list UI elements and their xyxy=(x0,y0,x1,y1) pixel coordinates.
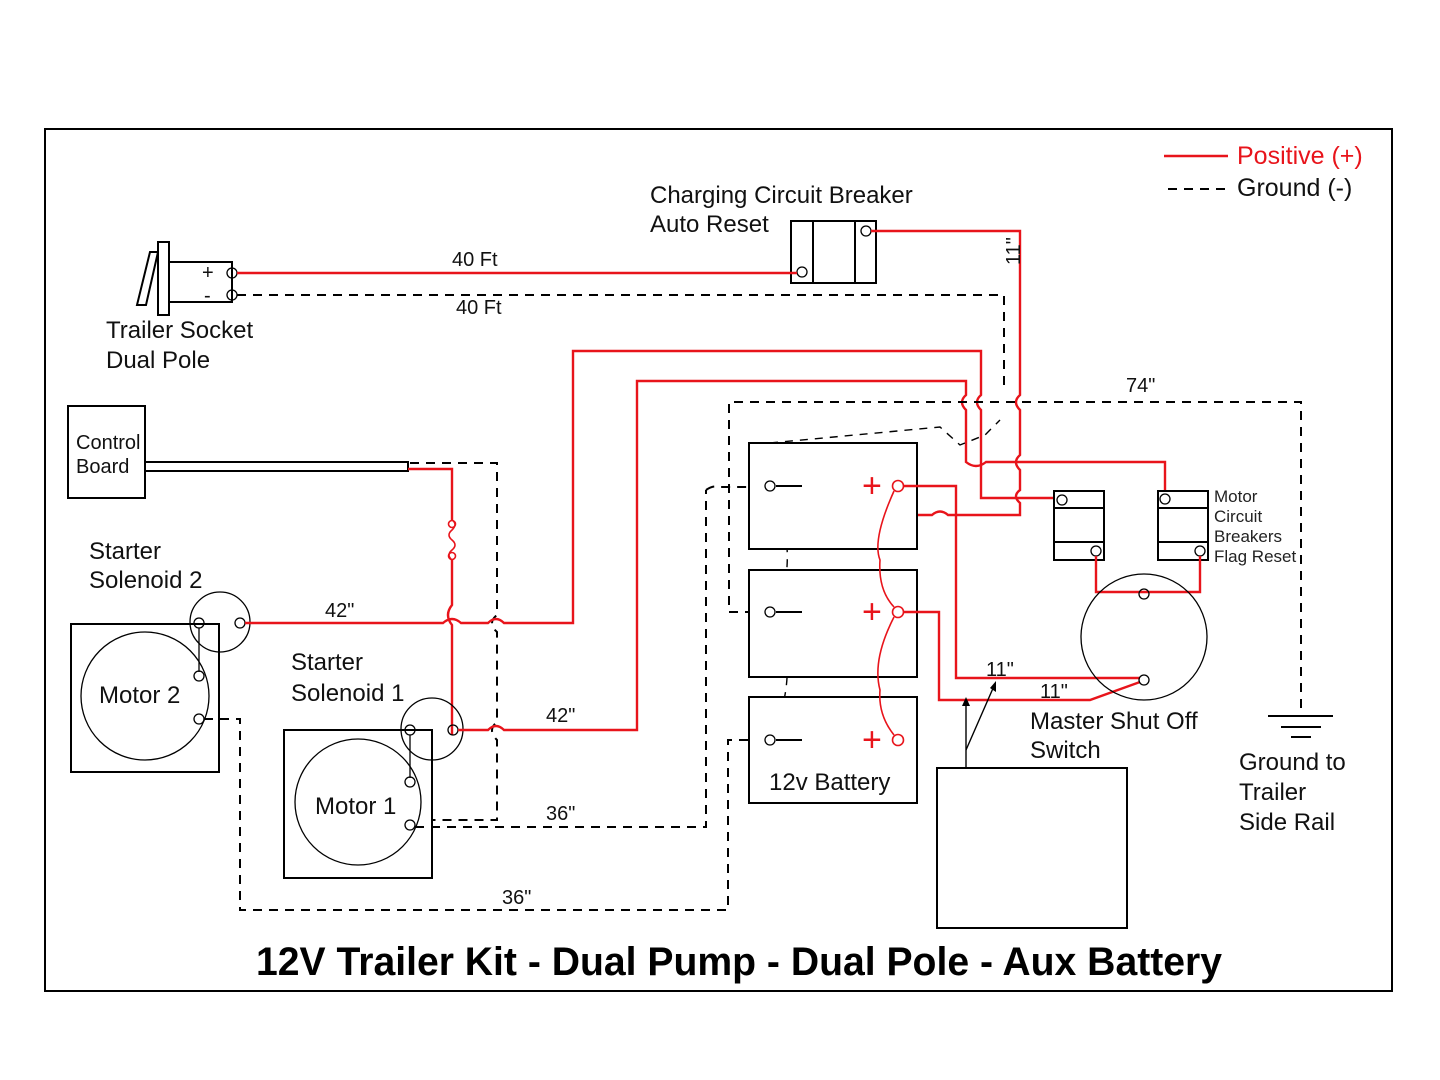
control-board-label-1: Control xyxy=(76,432,140,454)
length-socket-positive: 40 Ft xyxy=(452,249,498,271)
wire-battery-negative-link xyxy=(769,419,1001,446)
solenoid-2-battery-terminal xyxy=(234,617,246,629)
master-switch-output-terminal xyxy=(1138,674,1150,686)
battery-1-plus-icon: + xyxy=(862,467,882,505)
length-switch-lead-upper: 11" xyxy=(986,659,1014,681)
motor-1-housing xyxy=(294,738,422,866)
motor-breakers-label-2: Circuit xyxy=(1214,507,1262,526)
motor-circuit-breakers: Motor Circuit Breakers Flag Reset xyxy=(1053,487,1296,566)
motor-2-positive-terminal xyxy=(193,670,205,682)
wire-battery-positive-jumpers xyxy=(877,490,895,736)
master-switch-label-1: Master Shut Off xyxy=(1030,708,1198,735)
motor-2-housing xyxy=(80,631,210,761)
control-board-box xyxy=(67,405,146,499)
wire-control-ground xyxy=(410,462,498,821)
legend: Positive (+) Ground (-) xyxy=(1164,142,1363,202)
battery-3-plus-icon: + xyxy=(862,721,882,759)
battery-3 xyxy=(748,696,918,804)
wire-battery-to-switch-lower xyxy=(903,610,1141,702)
master-switch-body xyxy=(1080,573,1208,701)
battery-1 xyxy=(748,442,918,550)
trailer-socket-label-2: Dual Pole xyxy=(106,347,210,374)
socket-flap-icon xyxy=(135,251,160,306)
wire-solenoid-1-positive xyxy=(458,379,1167,732)
solenoid-1-label-1: Starter xyxy=(291,649,363,676)
motor-1-box xyxy=(283,729,433,879)
length-motor-2-ground: 36" xyxy=(502,887,531,909)
length-solenoid-2-positive: 42" xyxy=(325,600,354,622)
motor-1-assembly: Starter Solenoid 1 Motor 1 xyxy=(283,649,464,879)
socket-minus-sign: - xyxy=(204,285,211,307)
wire-socket-ground xyxy=(237,294,1005,392)
motor-breakers-label-1: Motor xyxy=(1214,487,1258,506)
motor-1-positive-terminal xyxy=(404,776,416,788)
control-cable xyxy=(144,461,409,472)
battery-bank: + + + 12v Battery xyxy=(748,442,918,804)
battery-3-negative-terminal xyxy=(764,734,776,746)
master-switch-input-terminal xyxy=(1138,588,1150,600)
legend-positive-label: Positive (+) xyxy=(1237,142,1363,170)
master-shut-off-switch: Master Shut Off Switch xyxy=(1030,573,1208,764)
wire-motor-1-ground-battery xyxy=(705,485,770,491)
motor-breaker-1 xyxy=(1053,490,1105,561)
motor-breakers-label-3: Breakers xyxy=(1214,527,1282,546)
length-socket-ground: 40 Ft xyxy=(456,297,502,319)
legend-ground-label: Ground (-) xyxy=(1237,174,1352,202)
wire-battery-to-switch-upper xyxy=(903,484,1140,680)
battery-2-plus-icon: + xyxy=(862,593,882,631)
charging-breaker-label-2: Auto Reset xyxy=(650,211,769,238)
motor-breakers-label-4: Flag Reset xyxy=(1214,547,1296,566)
wire-control-signal xyxy=(408,467,454,735)
ground-rail-label-2: Trailer xyxy=(1239,779,1306,806)
socket-flange xyxy=(157,241,170,316)
wire-solenoid-2-positive xyxy=(245,349,1056,625)
motor-1-ground-terminal xyxy=(404,819,416,831)
aux-component-box xyxy=(936,767,1128,929)
solenoid-2-label-1: Starter xyxy=(89,538,161,565)
diagram-frame xyxy=(44,128,1393,992)
wire-motor-2-ground xyxy=(204,718,770,911)
battery-label: 12v Battery xyxy=(769,769,890,796)
length-motor-1-ground: 36" xyxy=(546,803,575,825)
master-switch-label-2: Switch xyxy=(1030,737,1101,764)
socket-plus-sign: + xyxy=(202,262,214,284)
trailer-socket-label-1: Trailer Socket xyxy=(106,317,253,344)
trailer-socket: + - Trailer Socket Dual Pole xyxy=(106,241,253,374)
solenoid-1-label-2: Solenoid 1 xyxy=(291,680,404,707)
solenoid-2-label-2: Solenoid 2 xyxy=(89,567,202,594)
charging-breaker-label-1: Charging Circuit Breaker xyxy=(650,182,913,209)
charging-breaker-body xyxy=(790,220,877,284)
control-board: Control Board xyxy=(67,405,409,499)
ground-symbol-icon: Ground to Trailer Side Rail xyxy=(1239,715,1346,836)
diagram-title: 12V Trailer Kit - Dual Pump - Dual Pole … xyxy=(256,940,1223,984)
ground-rail-label-1: Ground to xyxy=(1239,749,1346,776)
wire-charging-breaker-to-battery xyxy=(871,229,1022,517)
battery-terminals: + + + xyxy=(764,467,905,759)
motor-2-label: Motor 2 xyxy=(99,682,180,709)
battery-2-negative-terminal xyxy=(764,606,776,618)
motor-breaker-2 xyxy=(1157,490,1209,561)
length-ground-rail-run: 74" xyxy=(1126,375,1155,397)
charging-circuit-breaker: Charging Circuit Breaker Auto Reset xyxy=(650,182,913,284)
motor-2-assembly: Starter Solenoid 2 Motor 2 xyxy=(70,538,251,773)
length-solenoid-1-positive: 42" xyxy=(546,705,575,727)
battery-3-positive-terminal xyxy=(891,733,905,747)
pointer-arrow-2 xyxy=(965,685,995,751)
control-board-label-2: Board xyxy=(76,456,129,478)
battery-1-negative-terminal xyxy=(764,480,776,492)
ground-rail-label-3: Side Rail xyxy=(1239,809,1335,836)
wire-motor-1-ground xyxy=(415,490,707,828)
socket-body xyxy=(168,261,233,303)
length-switch-lead-lower: 11" xyxy=(1040,681,1068,703)
battery-2 xyxy=(748,569,918,678)
length-breaker-lead: 11" xyxy=(1003,237,1025,265)
motor-2-box xyxy=(70,623,220,773)
motor-1-label: Motor 1 xyxy=(315,793,396,820)
